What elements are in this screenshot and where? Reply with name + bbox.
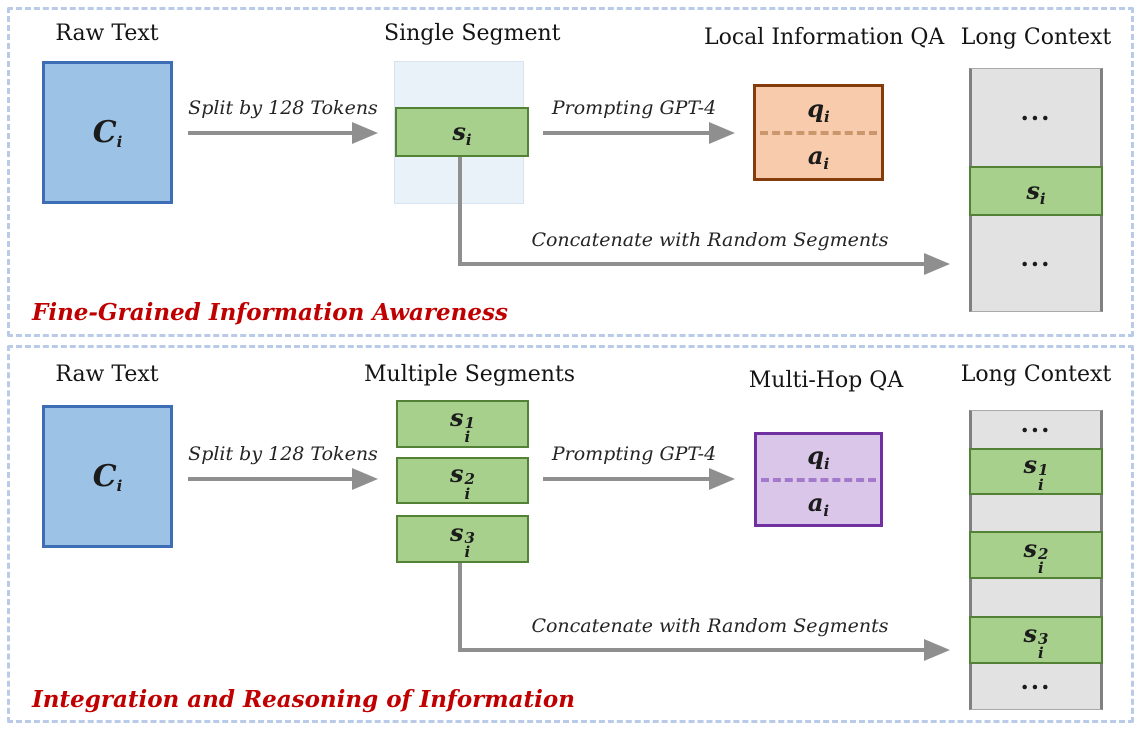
bottom-raw-text-box: Ci <box>42 405 173 548</box>
top-raw-text-box: Ci <box>42 61 173 204</box>
bottom-split-arrow-line <box>188 477 354 481</box>
bottom-prompt-arrow-head-icon <box>709 468 735 490</box>
bottom-panel-caption: Integration and Reasoning of Information <box>32 686 575 713</box>
bottom-split-arrow-label: Split by 128 Tokens <box>188 443 378 465</box>
bottom-context-row-gap-2 <box>972 579 1100 616</box>
bottom-long-context-title: Long Context <box>960 362 1112 387</box>
top-raw-text-title: Raw Text <box>55 21 159 46</box>
bottom-qa-question-half: qi <box>757 435 880 478</box>
top-panel-caption: Fine-Grained Information Awareness <box>32 299 508 326</box>
math-question-top: qi <box>807 93 830 126</box>
math-segment-top: si <box>452 117 472 149</box>
bottom-context-row-dots-1: ... <box>1020 409 1052 438</box>
bottom-qa-divider <box>761 477 876 482</box>
top-long-context-title: Long Context <box>960 25 1112 50</box>
top-long-context-column: ... si ... <box>969 68 1103 312</box>
math-context-segment-top: si <box>1026 176 1046 208</box>
bottom-multihop-qa-title: Multi-Hop QA <box>748 368 904 393</box>
top-segment-box: si <box>395 107 529 157</box>
top-concat-arrow-label: Concatenate with Random Segments <box>531 229 889 251</box>
top-prompt-arrow-head-icon <box>709 122 735 144</box>
top-qa-question-half: qi <box>756 87 881 131</box>
top-concat-arrow-line <box>458 262 926 266</box>
top-local-qa-title: Local Information QA <box>704 25 945 50</box>
top-split-arrow-head-icon <box>352 122 378 144</box>
top-context-row-dots-2: ... <box>1020 243 1052 272</box>
bottom-context-row-dots-2: ... <box>1020 666 1052 695</box>
math-corpus-symbol-bottom: Ci <box>92 458 123 495</box>
top-prompt-arrow-line <box>543 131 711 135</box>
bottom-concat-arrow-label: Concatenate with Random Segments <box>531 615 889 637</box>
math-question-bottom: qi <box>807 441 830 474</box>
top-context-row-dots-1: ... <box>1020 97 1052 126</box>
panel-fine-grained-awareness <box>7 7 1134 337</box>
bottom-context-row-gap-1 <box>972 495 1100 531</box>
top-context-row-segment: si <box>969 166 1103 216</box>
bottom-qa-answer-half: ai <box>757 482 880 525</box>
bottom-concat-arrow-line <box>458 648 926 652</box>
math-answer-bottom: ai <box>807 487 830 520</box>
bottom-concat-elbow-vertical <box>458 563 462 652</box>
math-answer-top: ai <box>807 141 830 174</box>
top-qa-box: qi ai <box>753 84 884 181</box>
bottom-prompt-arrow-label: Prompting GPT-4 <box>551 443 717 465</box>
bottom-multiple-segments-title: Multiple Segments <box>364 362 576 387</box>
top-split-arrow-label: Split by 128 Tokens <box>188 97 378 119</box>
top-split-arrow-line <box>188 131 354 135</box>
top-prompt-arrow-label: Prompting GPT-4 <box>551 97 717 119</box>
top-qa-answer-half: ai <box>756 135 881 179</box>
top-concat-elbow-vertical <box>458 157 462 266</box>
bottom-split-arrow-head-icon <box>352 468 378 490</box>
top-single-segment-title: Single Segment <box>384 21 561 46</box>
bottom-qa-box: qi ai <box>754 432 883 527</box>
math-corpus-symbol-top: Ci <box>92 114 123 151</box>
bottom-prompt-arrow-line <box>543 477 711 481</box>
bottom-raw-text-title: Raw Text <box>55 362 159 387</box>
panel-integration-reasoning <box>7 345 1134 723</box>
bottom-concat-arrow-head-icon <box>924 639 950 661</box>
top-qa-divider <box>760 130 877 135</box>
top-concat-arrow-head-icon <box>924 253 950 275</box>
